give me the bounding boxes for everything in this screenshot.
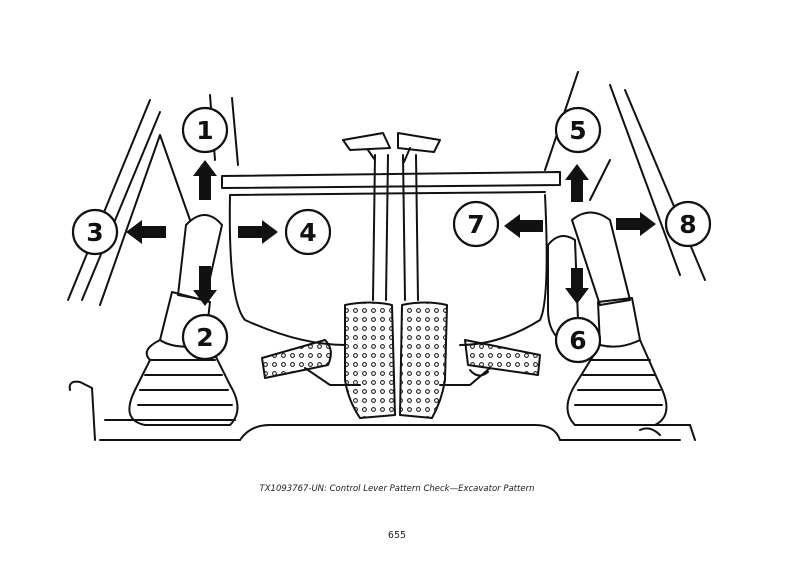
cab-floor-edge: [239, 424, 561, 441]
arrow-left-7: [504, 214, 543, 238]
arrow-right-8: [616, 212, 656, 236]
callout-1: 1: [181, 106, 229, 154]
callout-8: 8: [664, 200, 712, 248]
svg-text:6: 6: [569, 326, 586, 355]
svg-text:8: 8: [679, 210, 696, 239]
cab-pillar-left: [67, 99, 191, 306]
callout-4: 4: [284, 208, 332, 256]
travel-pedals: [261, 301, 541, 419]
svg-text:1: 1: [196, 116, 213, 145]
callout-6: 6: [554, 316, 602, 364]
callout-5: 5: [554, 106, 602, 154]
arrow-left-3: [126, 220, 166, 244]
callout-3: 3: [71, 208, 119, 256]
arrow-up-1: [193, 160, 217, 200]
page-number: 655: [387, 530, 407, 541]
arrow-right-4: [238, 220, 278, 244]
svg-text:5: 5: [569, 116, 586, 145]
armrest-right: [559, 424, 696, 441]
figure-caption: TX1093767-UN: Control Lever Pattern Chec…: [259, 484, 535, 494]
armrest-left: [68, 380, 241, 441]
front-window-frame: [221, 171, 561, 189]
svg-text:3: 3: [86, 218, 103, 247]
svg-text:4: 4: [299, 218, 316, 247]
callout-7: 7: [452, 200, 500, 248]
cab-frame-line-right: [589, 159, 611, 201]
svg-text:7: 7: [467, 210, 484, 239]
travel-lever-right: [397, 132, 441, 301]
arrow-down-6: [565, 268, 589, 304]
callout-2: 2: [181, 313, 229, 361]
joystick-left-boot: [128, 339, 239, 426]
arrow-down-2: [193, 266, 217, 306]
svg-text:2: 2: [196, 323, 213, 352]
travel-lever-left: [342, 132, 391, 301]
arrow-up-5: [565, 164, 589, 202]
direction-arrows: [126, 160, 656, 306]
